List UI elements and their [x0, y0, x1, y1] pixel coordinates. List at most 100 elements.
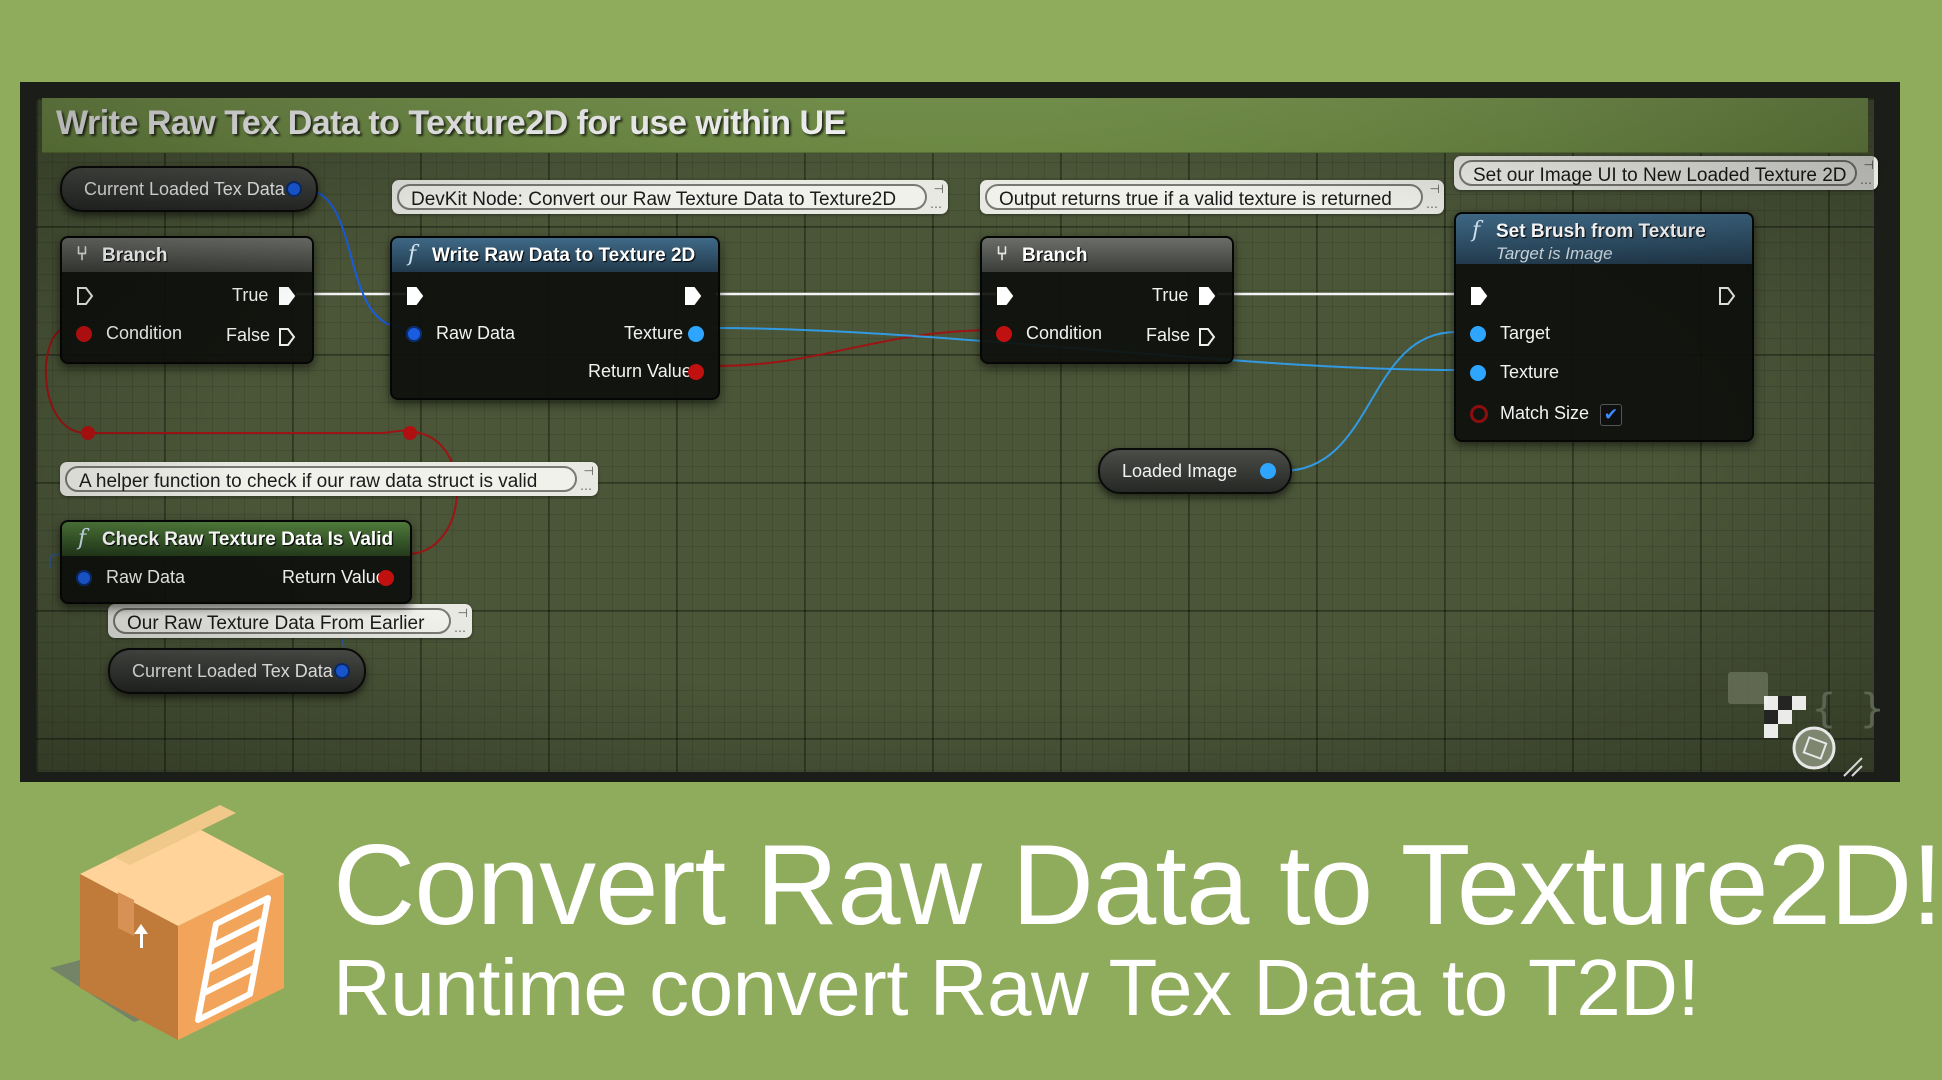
- target-pin[interactable]: [1470, 326, 1486, 342]
- match-size-pin[interactable]: [1470, 405, 1488, 423]
- function-icon: f: [408, 242, 417, 267]
- exec-true-pin-icon[interactable]: [278, 286, 296, 306]
- struct-wire-current-write: [299, 187, 407, 329]
- node-header: f Write Raw Data to Texture 2D: [392, 238, 718, 272]
- bubble-text: DevKit Node: Convert our Raw Texture Dat…: [411, 189, 897, 210]
- bubble-text: Set our Image UI to New Loaded Texture 2…: [1473, 165, 1847, 186]
- branch-icon: ⑂: [76, 243, 88, 265]
- pin-label-texture: Texture: [624, 323, 684, 343]
- node-header: f Set Brush from Texture Target is Image: [1456, 214, 1752, 264]
- function-icon: f: [78, 526, 87, 551]
- condition-pin[interactable]: [76, 326, 92, 342]
- comment-bubble-set-image[interactable]: Set our Image UI to New Loaded Texture 2…: [1454, 156, 1878, 190]
- pin-label-match-size: Match Size: [1500, 403, 1590, 423]
- return-value-pin[interactable]: [688, 364, 704, 380]
- function-icon: f: [1472, 218, 1481, 243]
- comment-bubble-helper[interactable]: A helper function to check if our raw da…: [60, 462, 598, 496]
- pin-label-true: True: [1152, 285, 1189, 305]
- match-size-checkbox[interactable]: ✔: [1600, 404, 1622, 426]
- node-subtitle: Target is Image: [1496, 244, 1613, 263]
- reroute-knot-left: [81, 426, 95, 440]
- bool-wire-write-branch2: [713, 329, 999, 367]
- more-icon[interactable]: ⋯: [454, 624, 466, 638]
- banner-title: Convert Raw Data to Texture2D!: [333, 822, 1942, 949]
- pin-icon[interactable]: ⊣: [583, 464, 594, 478]
- raw-data-pin[interactable]: [406, 326, 422, 342]
- exec-in-pin-icon[interactable]: [76, 286, 94, 306]
- exec-in-pin-icon[interactable]: [1470, 286, 1488, 306]
- set-brush-from-texture-node[interactable]: f Set Brush from Texture Target is Image…: [1454, 212, 1754, 442]
- texture-in-pin[interactable]: [1470, 365, 1486, 381]
- variable-label: Current Loaded Tex Data: [132, 661, 333, 681]
- output-pin[interactable]: [286, 181, 302, 197]
- pin-icon[interactable]: ⊣: [933, 182, 944, 196]
- bubble-text: Our Raw Texture Data From Earlier: [127, 613, 425, 634]
- pin-label-texture: Texture: [1500, 362, 1560, 382]
- pin-label-target: Target: [1500, 323, 1551, 343]
- check-raw-texture-data-node[interactable]: f Check Raw Texture Data Is Valid Raw Da…: [60, 520, 412, 604]
- more-icon[interactable]: ⋯: [1860, 176, 1872, 190]
- pin-label-raw-data: Raw Data: [436, 323, 516, 343]
- pin-icon[interactable]: ⊣: [1429, 182, 1440, 196]
- pin-label-condition: Condition: [106, 323, 183, 343]
- more-icon[interactable]: ⋯: [930, 200, 942, 214]
- exec-in-pin-icon[interactable]: [996, 286, 1014, 306]
- more-icon[interactable]: ⋯: [580, 482, 592, 496]
- bubble-text: A helper function to check if our raw da…: [79, 471, 538, 492]
- branch-node-2[interactable]: ⑂ Branch True Condition False: [980, 236, 1234, 364]
- branch-icon: ⑂: [996, 243, 1008, 265]
- pin-label-return-value: Return Value: [282, 567, 386, 587]
- blueprint-logo-icon: { }: [1728, 672, 1884, 777]
- write-raw-data-node[interactable]: f Write Raw Data to Texture 2D Raw Data …: [390, 236, 720, 400]
- comment-bubble-raw-earlier[interactable]: Our Raw Texture Data From Earlier ⊣ ⋯: [108, 604, 472, 638]
- variable-label: Loaded Image: [1122, 461, 1238, 481]
- branch-node-1[interactable]: ⑂ Branch True Condition False: [60, 236, 314, 364]
- svg-text:{ }: { }: [1812, 686, 1884, 732]
- output-pin[interactable]: [1260, 463, 1276, 479]
- pin-label-false: False: [226, 325, 271, 345]
- exec-false-pin-icon[interactable]: [278, 327, 296, 347]
- variable-current-loaded-tex-data-top[interactable]: Current Loaded Tex Data: [60, 166, 318, 212]
- return-value-pin[interactable]: [378, 570, 394, 586]
- output-pin[interactable]: [334, 663, 350, 679]
- node-header: ⑂ Branch: [62, 238, 312, 272]
- checkmark-icon: ✔: [1603, 405, 1619, 424]
- condition-pin[interactable]: [996, 326, 1012, 342]
- exec-out-pin-icon[interactable]: [684, 286, 702, 306]
- exec-out-pin-icon[interactable]: [1718, 286, 1736, 306]
- comment-title: Write Raw Tex Data to Texture2D for use …: [56, 104, 846, 142]
- reroute-knot-right: [403, 426, 417, 440]
- exec-false-pin-icon[interactable]: [1198, 327, 1216, 347]
- node-title: Check Raw Texture Data Is Valid: [102, 529, 394, 550]
- more-icon[interactable]: ⋯: [1426, 200, 1438, 214]
- comment-bubble-devkit[interactable]: DevKit Node: Convert our Raw Texture Dat…: [392, 180, 948, 214]
- pin-label-true: True: [232, 285, 269, 305]
- pin-label-false: False: [1146, 325, 1191, 345]
- pin-label-raw-data: Raw Data: [106, 567, 186, 587]
- pin-icon[interactable]: ⊣: [1863, 158, 1874, 172]
- node-title: Branch: [102, 245, 168, 266]
- node-title: Branch: [1022, 245, 1088, 266]
- variable-current-loaded-tex-data-bottom[interactable]: Current Loaded Tex Data: [108, 648, 366, 694]
- node-title: Write Raw Data to Texture 2D: [432, 245, 696, 266]
- node-header: f Check Raw Texture Data Is Valid: [62, 522, 410, 556]
- variable-loaded-image[interactable]: Loaded Image: [1098, 448, 1292, 494]
- comment-bubble-output[interactable]: Output returns true if a valid texture i…: [980, 180, 1444, 214]
- pin-label-return-value: Return Value: [588, 361, 692, 381]
- exec-true-pin-icon[interactable]: [1198, 286, 1216, 306]
- pin-label-condition: Condition: [1026, 323, 1103, 343]
- bool-wire-check-branch1: [44, 327, 459, 555]
- bubble-text: Output returns true if a valid texture i…: [999, 189, 1392, 210]
- object-wire-target: [1281, 331, 1457, 472]
- variable-label: Current Loaded Tex Data: [84, 179, 285, 199]
- blueprint-graph[interactable]: Write Raw Tex Data to Texture2D for use …: [36, 98, 1878, 772]
- banner-subtitle: Runtime convert Raw Tex Data to T2D!: [333, 943, 1700, 1032]
- texture-out-pin[interactable]: [688, 326, 704, 342]
- raw-data-pin[interactable]: [76, 570, 92, 586]
- comment-box-header[interactable]: Write Raw Tex Data to Texture2D for use …: [42, 98, 1868, 153]
- box-logo-icon: [50, 805, 284, 1040]
- exec-in-pin-icon[interactable]: [406, 286, 424, 306]
- node-header: ⑂ Branch: [982, 238, 1232, 272]
- node-title: Set Brush from Texture: [1496, 221, 1706, 242]
- pin-icon[interactable]: ⊣: [457, 606, 468, 620]
